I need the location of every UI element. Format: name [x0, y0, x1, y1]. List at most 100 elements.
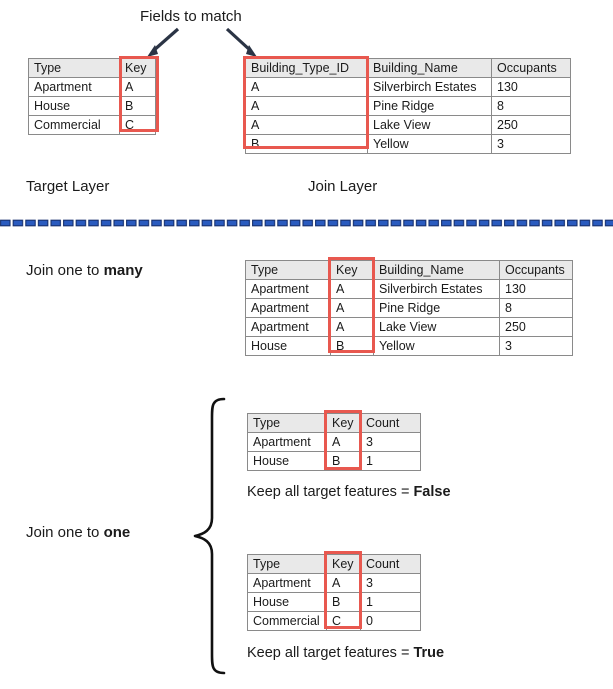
join-one-to-many-prefix: Join one to	[26, 262, 104, 279]
cell-count: 3	[360, 573, 421, 593]
cell-type: House	[247, 451, 327, 471]
target-layer-table-wrapper: Type Key Apartment A House B Commercial …	[28, 56, 159, 135]
cell-type: Commercial	[247, 611, 327, 631]
cell-key: B	[330, 336, 374, 356]
cell-building-name: Lake View	[367, 115, 492, 135]
cell-type: Apartment	[247, 432, 327, 452]
cell-occupants: 3	[491, 134, 571, 154]
cell-occupants: 130	[499, 279, 573, 299]
column-header-key: Key	[330, 260, 374, 280]
one-to-one-false-table-wrapper: Type Key Count Apartment A 3 House B 1	[247, 410, 421, 471]
cell-building-name: Silverbirch Estates	[367, 77, 492, 97]
column-header-building-name: Building_Name	[367, 58, 492, 78]
column-header-type: Type	[247, 413, 327, 433]
table-header-row: Type Key Count	[247, 413, 421, 433]
join-layer-table: Building_Type_ID Building_Name Occupants…	[245, 58, 571, 154]
column-header-key: Key	[326, 554, 361, 574]
table-header-row: Type Key	[28, 58, 156, 78]
column-header-type: Type	[28, 58, 120, 78]
fields-to-match-label: Fields to match	[140, 8, 242, 25]
cell-count: 1	[360, 451, 421, 471]
section-divider	[0, 219, 613, 228]
cell-key: C	[119, 115, 156, 135]
table-row: Apartment A 3	[247, 432, 421, 452]
cell-occupants: 250	[499, 317, 573, 337]
column-header-count: Count	[360, 554, 421, 574]
table-row: House B Yellow 3	[245, 336, 573, 356]
table-row: House B 1	[247, 592, 421, 612]
table-row: Apartment A Pine Ridge 8	[245, 298, 573, 318]
cell-building-name: Pine Ridge	[367, 96, 492, 116]
table-row: House B	[28, 96, 156, 116]
table-row: A Lake View 250	[245, 115, 571, 135]
cell-key: B	[119, 96, 156, 116]
one-to-one-false-table: Type Key Count Apartment A 3 House B 1	[247, 413, 421, 471]
cell-type: House	[247, 592, 327, 612]
cell-key: A	[326, 432, 361, 452]
join-one-to-one-emphasis: one	[103, 524, 131, 541]
cell-type: Commercial	[28, 115, 120, 135]
cell-occupants: 250	[491, 115, 571, 135]
join-one-to-one-prefix: Join one to	[26, 524, 104, 541]
cell-building-type-id: A	[245, 96, 368, 116]
join-one-to-many-emphasis: many	[103, 262, 143, 279]
cell-building-type-id: B	[245, 134, 368, 154]
table-header-row: Type Key Count	[247, 554, 421, 574]
table-header-row: Building_Type_ID Building_Name Occupants	[245, 58, 571, 78]
target-layer-table: Type Key Apartment A House B Commercial …	[28, 58, 156, 135]
cell-building-name: Silverbirch Estates	[373, 279, 500, 299]
keep-all-false-prefix: Keep all target features =	[247, 484, 414, 500]
table-row: Apartment A Lake View 250	[245, 317, 573, 337]
keep-all-true-prefix: Keep all target features =	[247, 645, 414, 661]
table-row: Apartment A Silverbirch Estates 130	[245, 279, 573, 299]
keep-all-target-features-false-label: Keep all target features = False	[247, 484, 451, 501]
keep-all-false-emphasis: False	[413, 484, 451, 500]
cell-occupants: 8	[491, 96, 571, 116]
column-header-count: Count	[360, 413, 421, 433]
one-to-one-true-table-wrapper: Type Key Count Apartment A 3 House B 1 C…	[247, 551, 421, 631]
column-header-building-type-id: Building_Type_ID	[245, 58, 368, 78]
arrow-to-join-key-icon	[225, 27, 257, 57]
table-row: B Yellow 3	[245, 134, 571, 154]
cell-key: A	[330, 279, 374, 299]
column-header-building-name: Building_Name	[373, 260, 500, 280]
cell-type: Apartment	[245, 298, 331, 318]
table-header-row: Type Key Building_Name Occupants	[245, 260, 573, 280]
cell-key: B	[326, 592, 361, 612]
cell-key: C	[326, 611, 361, 631]
keep-all-true-emphasis: True	[413, 645, 445, 661]
cell-count: 0	[360, 611, 421, 631]
grouping-brace-icon	[193, 397, 226, 675]
cell-building-type-id: A	[245, 115, 368, 135]
cell-building-type-id: A	[245, 77, 368, 97]
table-row: A Pine Ridge 8	[245, 96, 571, 116]
cell-key: A	[326, 573, 361, 593]
join-layer-caption: Join Layer	[308, 178, 378, 195]
column-header-occupants: Occupants	[499, 260, 573, 280]
cell-type: Apartment	[245, 317, 331, 337]
target-layer-caption: Target Layer	[26, 178, 110, 195]
join-layer-table-wrapper: Building_Type_ID Building_Name Occupants…	[243, 56, 571, 154]
cell-type: House	[28, 96, 120, 116]
cell-key: A	[330, 298, 374, 318]
cell-type: Apartment	[245, 279, 331, 299]
keep-all-target-features-true-label: Keep all target features = True	[247, 645, 444, 662]
table-row: A Silverbirch Estates 130	[245, 77, 571, 97]
table-row: Commercial C 0	[247, 611, 421, 631]
one-to-one-true-table: Type Key Count Apartment A 3 House B 1 C…	[247, 554, 421, 631]
table-row: Apartment A 3	[247, 573, 421, 593]
cell-key: A	[119, 77, 156, 97]
join-one-to-one-label: Join one to one	[26, 524, 130, 542]
cell-building-name: Yellow	[367, 134, 492, 154]
cell-occupants: 130	[491, 77, 571, 97]
cell-count: 1	[360, 592, 421, 612]
table-row: Commercial C	[28, 115, 156, 135]
cell-key: A	[330, 317, 374, 337]
cell-type: House	[245, 336, 331, 356]
cell-type: Apartment	[28, 77, 120, 97]
table-row: Apartment A	[28, 77, 156, 97]
column-header-occupants: Occupants	[491, 58, 571, 78]
cell-type: Apartment	[247, 573, 327, 593]
cell-occupants: 8	[499, 298, 573, 318]
column-header-type: Type	[247, 554, 327, 574]
